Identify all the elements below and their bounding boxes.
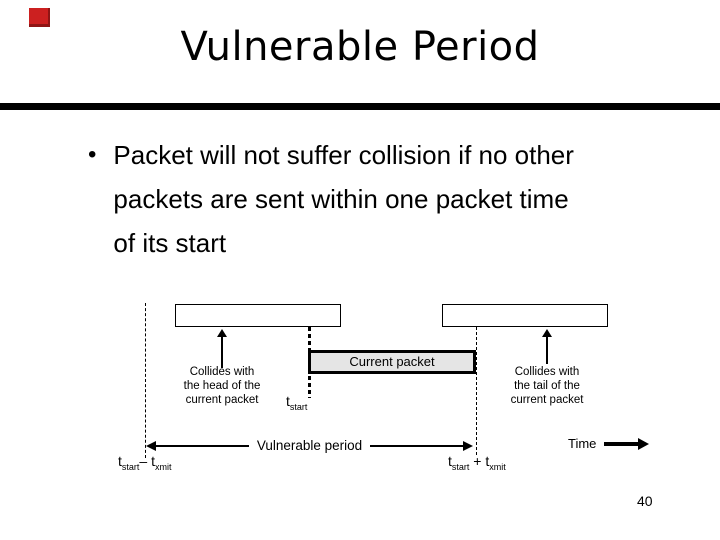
title-underline [0, 103, 720, 110]
up-arrow-right [542, 329, 552, 365]
bullet-line: Packet will not suffer collision if no o… [113, 140, 574, 170]
vulnerable-period-label: Vulnerable period [256, 438, 363, 453]
time-arrow [604, 441, 639, 446]
head-collision-label: Collides with the head of the current pa… [183, 366, 261, 406]
right-packet-rect [442, 304, 608, 327]
red-accent-square [29, 8, 50, 27]
arrowhead-right-icon [638, 437, 650, 450]
page-number: 40 [637, 493, 653, 509]
bullet-marker: • [88, 141, 97, 168]
arrowhead-up-icon [542, 329, 552, 337]
arrowhead-up-icon [217, 329, 227, 337]
vulnerable-period-arrow: Vulnerable period [146, 438, 474, 453]
tail-collision-label: Collides with the tail of the current pa… [510, 366, 584, 406]
current-packet-box: Current packet [308, 350, 476, 374]
bullet-item: • Packet will not suffer collision if no… [88, 133, 574, 265]
time-label: Time [568, 436, 597, 451]
bullet-text: Packet will not suffer collision if no o… [113, 133, 574, 265]
tstart-plus-txmit-label: tstart + txmit [448, 453, 506, 472]
current-packet-label: Current packet [349, 354, 435, 369]
tstart-label: tstart [286, 393, 308, 412]
right-dashed-line [476, 327, 477, 455]
tstart-minus-txmit-label: tstart– txmit [118, 453, 172, 472]
up-arrow-left [217, 329, 227, 369]
left-packet-rect [175, 304, 341, 327]
bullet-line: of its start [113, 228, 227, 258]
arrowhead-right-icon [463, 440, 474, 451]
left-dashed-line [145, 303, 146, 458]
page-title: Vulnerable Period [180, 24, 540, 70]
time-axis: Time [568, 436, 650, 451]
bullet-line: packets are sent within one packet time [113, 184, 569, 214]
arrowhead-left-icon [146, 440, 156, 451]
